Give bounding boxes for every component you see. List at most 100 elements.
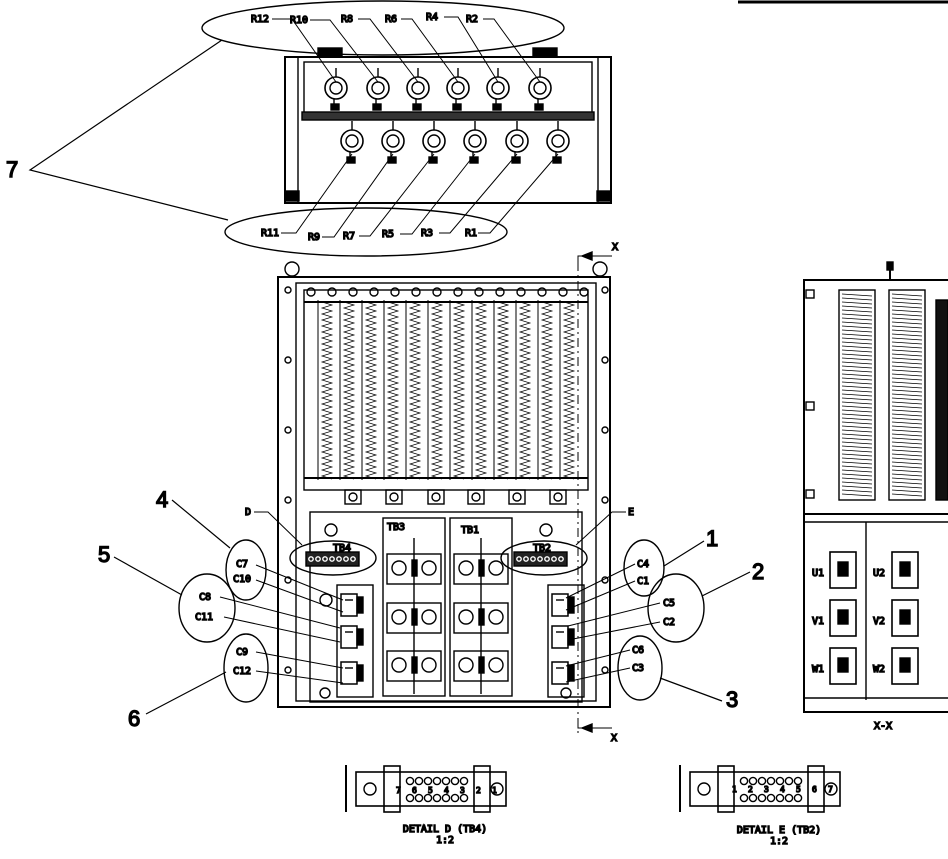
detail-mark-e: E <box>628 507 634 518</box>
fin-stack-left-fin <box>841 453 873 457</box>
fin-stack-left-fin <box>841 441 873 445</box>
fin-stack-right-fin <box>891 449 923 453</box>
resistor-lower-3 <box>463 129 487 153</box>
detail-e-screw <box>757 793 767 803</box>
resistor-lower-3-core <box>468 134 482 148</box>
fin-stack-left-fin <box>841 353 873 357</box>
grid-coil <box>386 301 400 480</box>
panel-bolt <box>539 523 553 537</box>
detail-d-num-7: 1 <box>492 786 497 795</box>
fin-stack-left-fin <box>841 345 873 349</box>
label-c7: C7 <box>236 559 248 570</box>
resistor-lower-1 <box>381 129 405 153</box>
side-bolt <box>284 426 292 434</box>
side-terminals <box>829 551 919 685</box>
lifting-eye <box>592 261 608 277</box>
detail-e-num-4: 4 <box>780 785 785 794</box>
detail-d-end-block <box>473 765 491 813</box>
resistor-upper-3-nut <box>452 103 462 111</box>
fin-stack-right-fin <box>891 485 923 489</box>
upper-resistors <box>324 68 552 111</box>
detail-d-screw <box>423 776 433 786</box>
fin-stack-right-fin <box>891 365 923 369</box>
fin-stack-right-fin <box>891 293 923 297</box>
tb4-strip-pin <box>322 556 328 562</box>
tb4-strip-pin <box>343 556 349 562</box>
fin-stack-right-fin <box>891 389 923 393</box>
grid-foot <box>385 489 403 505</box>
fin-stack-right-fin <box>891 413 923 417</box>
grid-bolt-top <box>516 287 526 297</box>
section-mark-top: X <box>612 242 618 253</box>
label-r4: R4 <box>426 12 438 23</box>
fin-stack-left-fin <box>841 465 873 469</box>
detail-e-screw <box>748 776 758 786</box>
detail-e-screw <box>766 793 776 803</box>
fin-stack-right-fin <box>891 301 923 305</box>
detail-d-title: DETAIL D (TB4) <box>403 824 487 835</box>
fin-stack-left-fin <box>841 409 873 413</box>
detail-d-num-4: 4 <box>444 786 449 795</box>
label-r6: R6 <box>385 14 397 25</box>
detail-e-num-3: 3 <box>764 785 769 794</box>
fin-stack-left-fin <box>841 321 873 325</box>
fin-stack-right-fin <box>891 329 923 333</box>
fin-stack-left-fin <box>841 297 873 301</box>
detail-d-leader <box>254 511 303 546</box>
tb-strips <box>305 551 568 567</box>
cap-right-0 <box>551 593 569 617</box>
lower-resistor-labels: R11 R9 R7 R5 R3 R1 <box>260 227 477 243</box>
detail-e-screw <box>775 776 785 786</box>
cap-right-0-clamp <box>567 596 575 614</box>
side-term-core <box>899 657 911 673</box>
resistor-lower-5 <box>546 129 570 153</box>
fin-stack-left-fin <box>841 413 873 417</box>
tb-screw <box>458 560 474 576</box>
fin-stack-left-fin <box>841 469 873 473</box>
detail-d-rail <box>355 771 507 807</box>
tb-screw <box>391 560 407 576</box>
fin-stack-left-fin <box>841 301 873 305</box>
fin-stack-right-fin <box>891 421 923 425</box>
grid-foot <box>344 489 362 505</box>
label-r10: R10 <box>290 15 308 26</box>
callout-5-leader <box>113 556 183 596</box>
grid-bolt-top <box>432 287 442 297</box>
fin-stack-left-fin <box>841 417 873 421</box>
cap-left-0-clamp <box>356 596 364 614</box>
grid-bolt-top <box>327 287 337 297</box>
detail-d-mount <box>363 782 377 796</box>
callout-5: 5 <box>98 542 110 567</box>
tb4-strip-pin <box>336 556 342 562</box>
fin-stack-right-fin <box>891 297 923 301</box>
grid-foot-bolt <box>389 492 399 502</box>
grid-coil <box>364 301 378 480</box>
side-term-l <box>829 599 857 637</box>
label-tb2: TB2 <box>533 543 551 554</box>
grid-foot-bolt <box>471 492 481 502</box>
resistor-lower-3-nut <box>469 156 479 164</box>
label-tb1: TB1 <box>461 525 479 536</box>
detail-e-end-block <box>717 765 735 813</box>
fin-stack-left-fin <box>841 349 873 353</box>
tb4-strip-pin <box>308 556 314 562</box>
tb1-block <box>449 517 513 697</box>
right-cap-leaders <box>565 563 661 683</box>
detail-d-mount <box>490 782 504 796</box>
grid-bolt-top <box>369 287 379 297</box>
cap-right-frame <box>547 584 585 698</box>
grid-foot-bolt <box>431 492 441 502</box>
fin-stack-left-fin <box>841 429 873 433</box>
tb2-strip-pin <box>537 556 543 562</box>
callout-3: 3 <box>726 687 738 712</box>
fin-stack-left-frame <box>838 289 876 501</box>
detail-e-screw <box>766 776 776 786</box>
resistor-upper-2 <box>406 76 430 100</box>
left-cap-leaders <box>219 564 344 684</box>
grid-coil <box>540 301 554 480</box>
label-c4: C4 <box>637 559 649 570</box>
side-bolt <box>601 356 609 364</box>
cap-right-1 <box>551 625 569 649</box>
label-c2: C2 <box>663 617 675 628</box>
